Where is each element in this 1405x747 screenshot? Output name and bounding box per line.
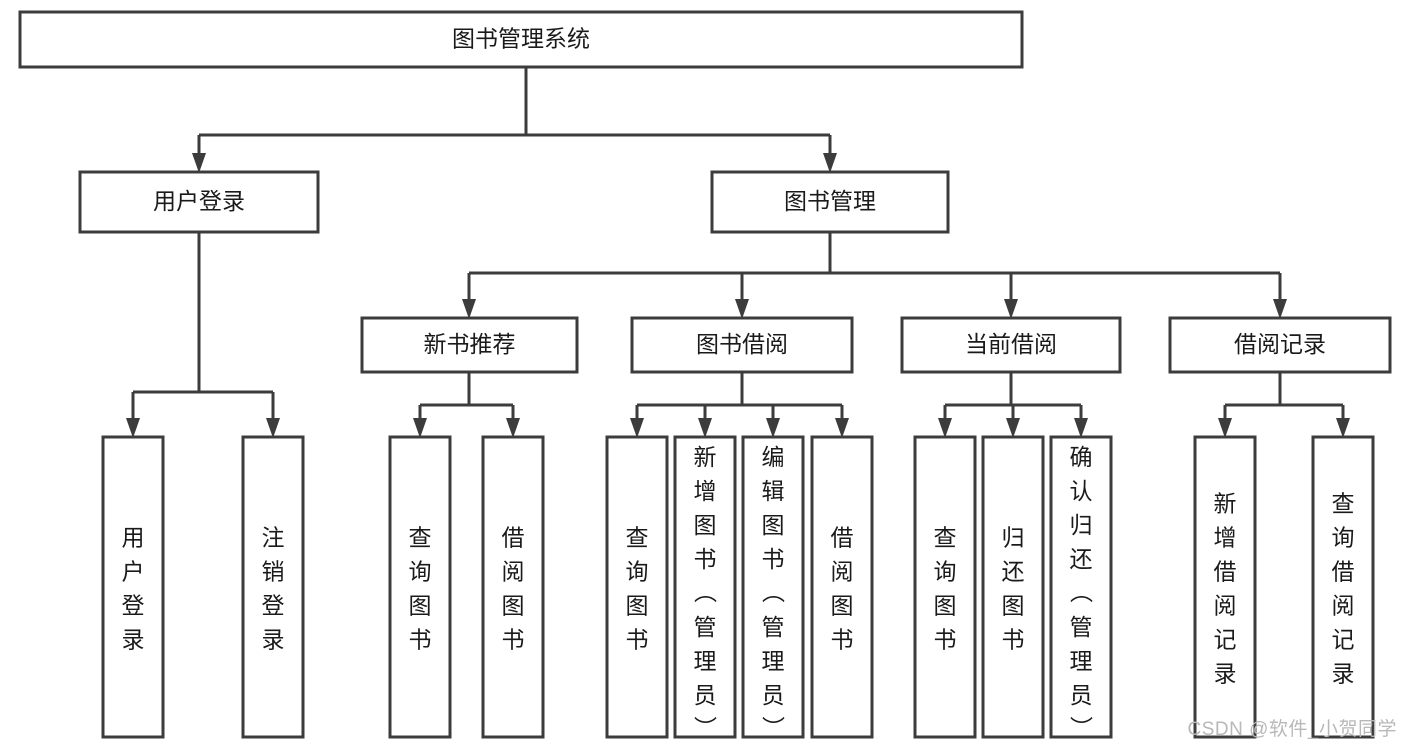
connector-group-newbook-to-leaves [413,372,520,438]
node-label: 新书推荐 [424,331,516,357]
node-box[interactable] [673,435,737,739]
node-leaf-leaf-query-book-3[interactable]: 查询图书 [913,435,977,739]
arrow-head [1218,418,1232,438]
node-level1-book-manage[interactable]: 图书管理 [710,170,950,234]
node-leaf-leaf-edit-book[interactable]: 编辑图书（管理员） [741,435,805,742]
node-label: 归还图书 [1002,525,1025,653]
arrow-head [1273,299,1287,319]
connector-group-root-to-level1 [192,67,837,173]
node-label: 确认归还（管理员） [1070,444,1094,742]
arrow-head [1074,418,1088,438]
arrow-head [192,153,206,173]
node-label: 用户登录 [122,525,145,653]
node-leaf-leaf-query-book-2[interactable]: 查询图书 [605,435,669,739]
arrow-head [630,418,644,438]
node-box[interactable] [741,435,805,739]
arrow-head [835,418,849,438]
node-label: 查询图书 [626,525,649,653]
node-box[interactable] [981,435,1045,739]
node-leaf-leaf-confirm-return[interactable]: 确认归还（管理员） [1049,435,1113,742]
node-box[interactable] [360,316,579,374]
arrow-head [766,418,780,438]
node-label: 借阅记录 [1234,331,1326,357]
node-label: 查询图书 [934,525,957,653]
node-leaf-leaf-borrow-book-1[interactable]: 借阅图书 [481,435,545,739]
node-box[interactable] [18,10,1024,69]
node-leaf-leaf-add-book[interactable]: 新增图书（管理员） [673,435,737,742]
node-label: 查询图书 [409,525,432,653]
node-level2-new-book-recommend[interactable]: 新书推荐 [360,316,579,374]
node-root-root[interactable]: 图书管理系统 [18,10,1024,69]
node-box[interactable] [900,316,1122,374]
connector-group-currentborrow-to-leaves [938,372,1088,438]
node-level2-current-borrow[interactable]: 当前借阅 [900,316,1122,374]
node-label: 借阅图书 [502,525,525,653]
node-label: 图书管理 [784,188,876,214]
node-box[interactable] [388,435,452,739]
node-label: 借阅图书 [831,525,854,653]
node-box[interactable] [1168,316,1392,374]
node-leaf-leaf-query-record[interactable]: 查询借阅记录 [1311,435,1375,739]
node-leaf-leaf-logout[interactable]: 注销登录 [241,435,305,739]
node-level2-book-borrow[interactable]: 图书借阅 [630,316,854,374]
arrow-head [1004,299,1018,319]
node-box[interactable] [605,435,669,739]
node-leaf-leaf-return-book[interactable]: 归还图书 [981,435,1045,739]
arrow-head [266,418,280,438]
arrow-head [938,418,952,438]
arrow-head [1336,418,1350,438]
node-box[interactable] [78,170,320,234]
node-level2-borrow-record[interactable]: 借阅记录 [1168,316,1392,374]
node-box[interactable] [630,316,854,374]
nodes-layer: 图书管理系统用户登录图书管理新书推荐图书借阅当前借阅借阅记录用户登录注销登录查询… [18,10,1392,742]
node-box[interactable] [1193,435,1257,739]
arrow-head [698,418,712,438]
node-leaf-leaf-query-book-1[interactable]: 查询图书 [388,435,452,739]
node-box[interactable] [1049,435,1113,739]
arrow-head [462,299,476,319]
node-box[interactable] [481,435,545,739]
node-box[interactable] [810,435,874,739]
node-label: 当前借阅 [965,331,1057,357]
node-box[interactable] [913,435,977,739]
node-box[interactable] [710,170,950,234]
connector-group-borrowrecord-to-leaves [1218,372,1350,438]
arrow-head [823,153,837,173]
node-leaf-leaf-user-login[interactable]: 用户登录 [101,435,165,739]
node-label: 查询借阅记录 [1332,491,1355,687]
node-leaf-leaf-borrow-book-2[interactable]: 借阅图书 [810,435,874,739]
node-label: 新增借阅记录 [1214,491,1237,687]
arrow-head [126,418,140,438]
node-box[interactable] [241,435,305,739]
node-label: 新增图书（管理员） [694,444,718,742]
node-label: 注销登录 [262,525,285,653]
connector-group-userlogin-to-leaves [126,232,280,438]
node-label: 用户登录 [153,188,245,214]
node-box[interactable] [101,435,165,739]
node-label: 图书管理系统 [452,26,590,52]
arrow-head [1006,418,1020,438]
node-level1-user-login[interactable]: 用户登录 [78,170,320,234]
node-label: 编辑图书（管理员） [762,444,786,742]
arrow-head [506,418,520,438]
connectors-layer [126,67,1350,438]
node-leaf-leaf-add-record[interactable]: 新增借阅记录 [1193,435,1257,739]
connector-group-bookmanage-to-level2 [462,232,1287,319]
arrow-head [413,418,427,438]
arrow-head [735,299,749,319]
node-box[interactable] [1311,435,1375,739]
node-label: 图书借阅 [696,331,788,357]
connector-group-bookborrow-to-leaves [630,372,849,438]
